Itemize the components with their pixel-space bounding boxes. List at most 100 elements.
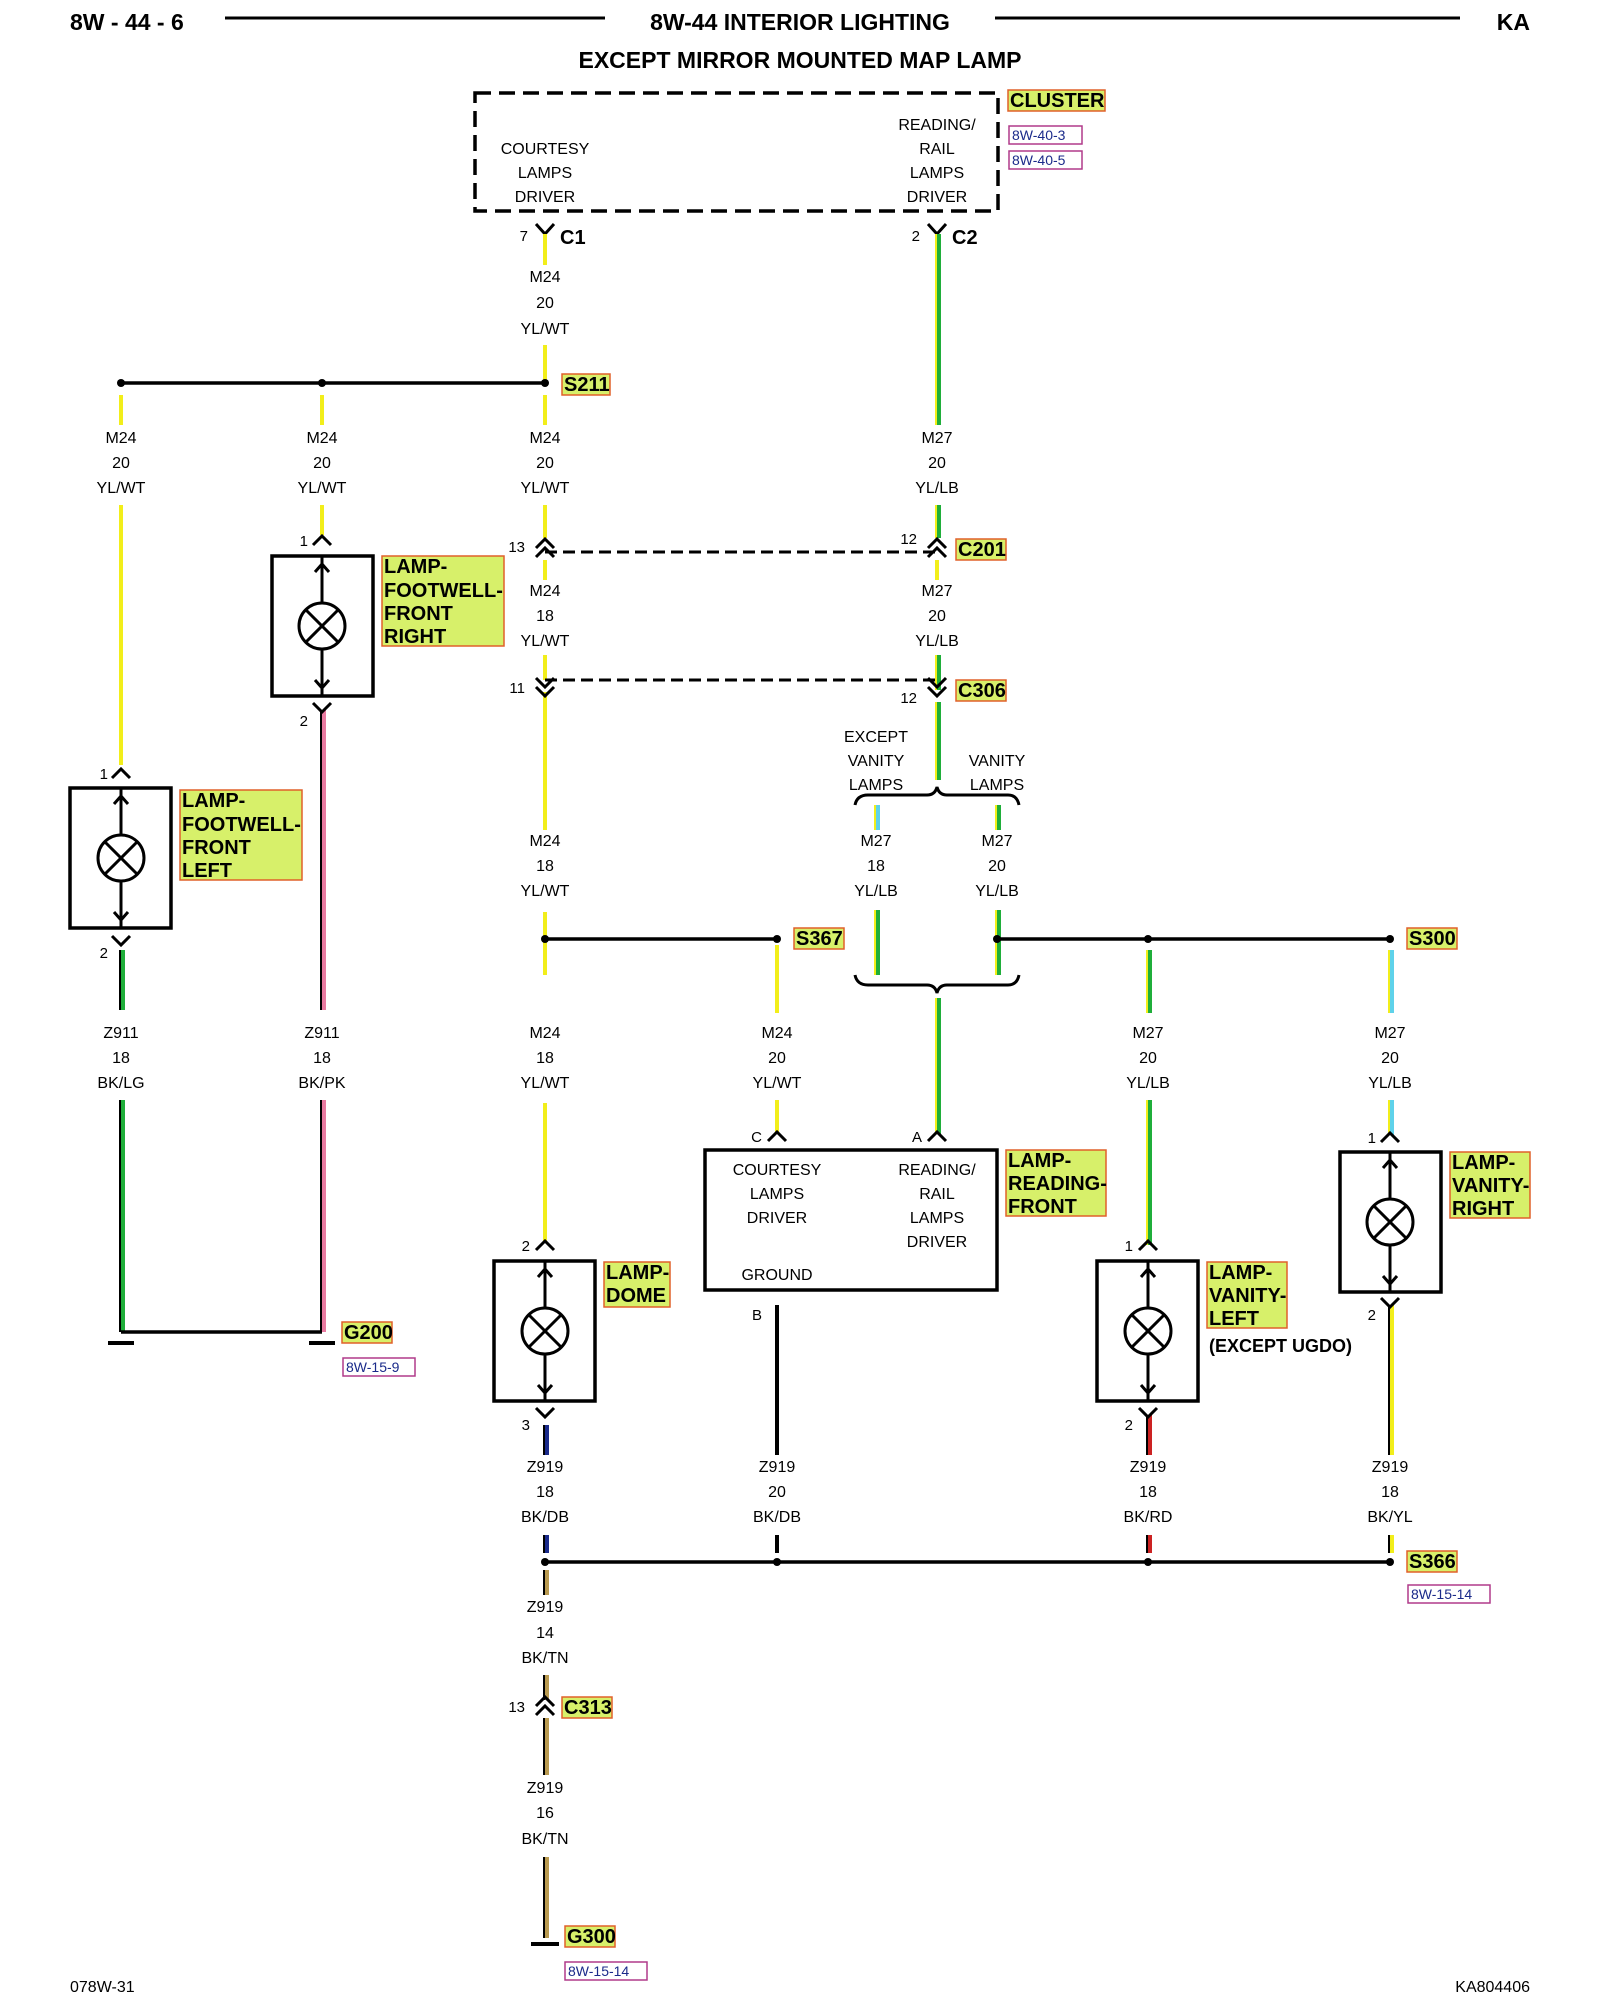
cluster-left-driver-1: COURTESY bbox=[501, 141, 590, 158]
cluster-ref-1[interactable]: 8W-40-3 bbox=[1012, 127, 1066, 143]
c2-label: C2 bbox=[952, 227, 978, 249]
wire-label: YL/LB bbox=[1126, 1075, 1170, 1092]
connector-c306: 11 12 C306 bbox=[509, 676, 1007, 707]
wire-labels: M24 20 YL/WT M24 20 YL/WT M24 20 YL/WT M… bbox=[97, 269, 1413, 1848]
wire-label: Z919 bbox=[759, 1459, 796, 1476]
cluster-ref-2-box bbox=[1008, 150, 1083, 170]
connector-c313: 13 C313 bbox=[508, 1694, 613, 1719]
wire-label: 20 bbox=[536, 455, 554, 472]
wire-label: 20 bbox=[768, 1050, 786, 1067]
c306-label: C306 bbox=[958, 680, 1006, 702]
cluster-module: COURTESY LAMPS DRIVER READING/ RAIL LAMP… bbox=[473, 89, 1106, 213]
ground-g300: G300 8W-15-14 bbox=[531, 1925, 648, 1981]
wire-label: BK/YL bbox=[1367, 1509, 1412, 1526]
except-vanity-1: EXCEPT bbox=[844, 729, 908, 746]
g200-ref[interactable]: 8W-15-9 bbox=[346, 1359, 400, 1375]
lamp-footwell-front-right: 1 2 LAMP- FOOTWELL- FRONT RIGHT bbox=[270, 533, 505, 730]
reading-right-driver: RAIL bbox=[919, 1186, 955, 1203]
wire-label: 18 bbox=[536, 608, 554, 625]
page-id: 8W - 44 - 6 bbox=[70, 9, 184, 35]
pin-c: C bbox=[751, 1129, 762, 1146]
wire-label: BK/RD bbox=[1124, 1509, 1173, 1526]
wire-label: YL/WT bbox=[298, 480, 347, 497]
wire-label: M24 bbox=[529, 430, 560, 447]
cluster-outline bbox=[473, 91, 1000, 213]
vanity-branch-split: EXCEPT VANITY LAMPS VANITY LAMPS bbox=[844, 729, 1026, 994]
cluster-right-driver-1: READING/ bbox=[898, 117, 976, 134]
s367-label: S367 bbox=[796, 928, 843, 950]
wire-label: 18 bbox=[536, 858, 554, 875]
connector-c2: 2 C2 bbox=[912, 222, 978, 249]
s366-ref[interactable]: 8W-15-14 bbox=[1411, 1586, 1472, 1602]
pin-b: B bbox=[752, 1307, 762, 1324]
wire-label: Z919 bbox=[1372, 1459, 1409, 1476]
lamp-vanity-left: 1 2 LAMP- VANITY- LEFT (EXCEPT UGDO) bbox=[1095, 1238, 1352, 1434]
c306-pin-left: 11 bbox=[509, 680, 525, 697]
wire-label: 18 bbox=[313, 1050, 331, 1067]
wire-label: YL/LB bbox=[854, 883, 898, 900]
pin-a: A bbox=[912, 1129, 922, 1146]
lamp-label: LAMP- bbox=[606, 1262, 669, 1284]
lamp-label: LAMP- bbox=[384, 556, 447, 578]
s211-label: S211 bbox=[564, 374, 610, 396]
wire-label: BK/LG bbox=[97, 1075, 144, 1092]
except-vanity-2: VANITY bbox=[848, 753, 905, 770]
wire-label: 16 bbox=[536, 1805, 554, 1822]
c201-label: C201 bbox=[958, 539, 1006, 561]
lamp-label: FRONT bbox=[384, 603, 453, 625]
wire-label: BK/TN bbox=[521, 1650, 568, 1667]
wire-label: YL/WT bbox=[521, 321, 570, 338]
wire-label: M24 bbox=[306, 430, 337, 447]
c313-pin: 13 bbox=[508, 1699, 525, 1716]
wire-label: 20 bbox=[988, 858, 1006, 875]
lamp-label: LAMP- bbox=[1008, 1150, 1071, 1172]
lamp-label: FOOTWELL- bbox=[384, 580, 503, 602]
wire-label: 20 bbox=[1139, 1050, 1157, 1067]
cluster-label-highlight bbox=[1007, 89, 1106, 112]
c1-label: C1 bbox=[560, 227, 586, 249]
pin: 2 bbox=[522, 1238, 530, 1255]
cluster-right-driver-4: DRIVER bbox=[907, 189, 967, 206]
lamp-dome: 2 3 LAMP- DOME bbox=[492, 1238, 671, 1434]
g300-ref[interactable]: 8W-15-14 bbox=[568, 1963, 629, 1979]
pin: 2 bbox=[300, 713, 308, 730]
lamp-label: LEFT bbox=[1209, 1308, 1259, 1330]
reading-right-driver: DRIVER bbox=[907, 1234, 967, 1251]
wire-label: YL/WT bbox=[521, 480, 570, 497]
reading-left-driver: DRIVER bbox=[747, 1210, 807, 1227]
lamp-label: VANITY- bbox=[1209, 1285, 1286, 1307]
wire-label: M27 bbox=[921, 583, 952, 600]
cluster-ref-2[interactable]: 8W-40-5 bbox=[1012, 152, 1066, 168]
wire-label: Z919 bbox=[527, 1780, 564, 1797]
c1-pin: 7 bbox=[520, 228, 528, 245]
wire-label: YL/WT bbox=[97, 480, 146, 497]
cluster-left-driver-3: DRIVER bbox=[515, 189, 575, 206]
wire-label: M27 bbox=[860, 833, 891, 850]
wire-label: 18 bbox=[112, 1050, 130, 1067]
pin: 1 bbox=[1368, 1130, 1376, 1147]
wire-label: M24 bbox=[529, 269, 560, 286]
page-subtitle: EXCEPT MIRROR MOUNTED MAP LAMP bbox=[579, 47, 1022, 73]
lamp-label: FOOTWELL- bbox=[182, 814, 301, 836]
lamp-label: VANITY- bbox=[1452, 1175, 1529, 1197]
wire-label: Z919 bbox=[527, 1599, 564, 1616]
pin: 1 bbox=[100, 766, 108, 783]
lamp-footwell-front-left: 1 2 LAMP- FOOTWELL- FRONT LEFT bbox=[68, 766, 303, 962]
g200-label: G200 bbox=[344, 1322, 393, 1344]
pin: 2 bbox=[100, 945, 108, 962]
lamp-label: READING- bbox=[1008, 1173, 1107, 1195]
wire-label: 18 bbox=[536, 1484, 554, 1501]
wire-label: 20 bbox=[1381, 1050, 1399, 1067]
lamp-label: FRONT bbox=[1008, 1196, 1077, 1218]
reading-right-driver: LAMPS bbox=[910, 1210, 964, 1227]
wire-label: Z919 bbox=[527, 1459, 564, 1476]
cluster-left-driver-2: LAMPS bbox=[518, 165, 572, 182]
wire-label: BK/DB bbox=[753, 1509, 801, 1526]
splice-s366: S366 8W-15-14 bbox=[541, 1550, 1491, 1604]
lamp-bulb-icon bbox=[1365, 1197, 1415, 1247]
reading-ground: GROUND bbox=[741, 1267, 812, 1284]
wire-label: BK/TN bbox=[521, 1831, 568, 1848]
vanity-1: VANITY bbox=[969, 753, 1026, 770]
reading-right-driver: READING/ bbox=[898, 1162, 976, 1179]
lamp-label: LAMP- bbox=[182, 790, 245, 812]
